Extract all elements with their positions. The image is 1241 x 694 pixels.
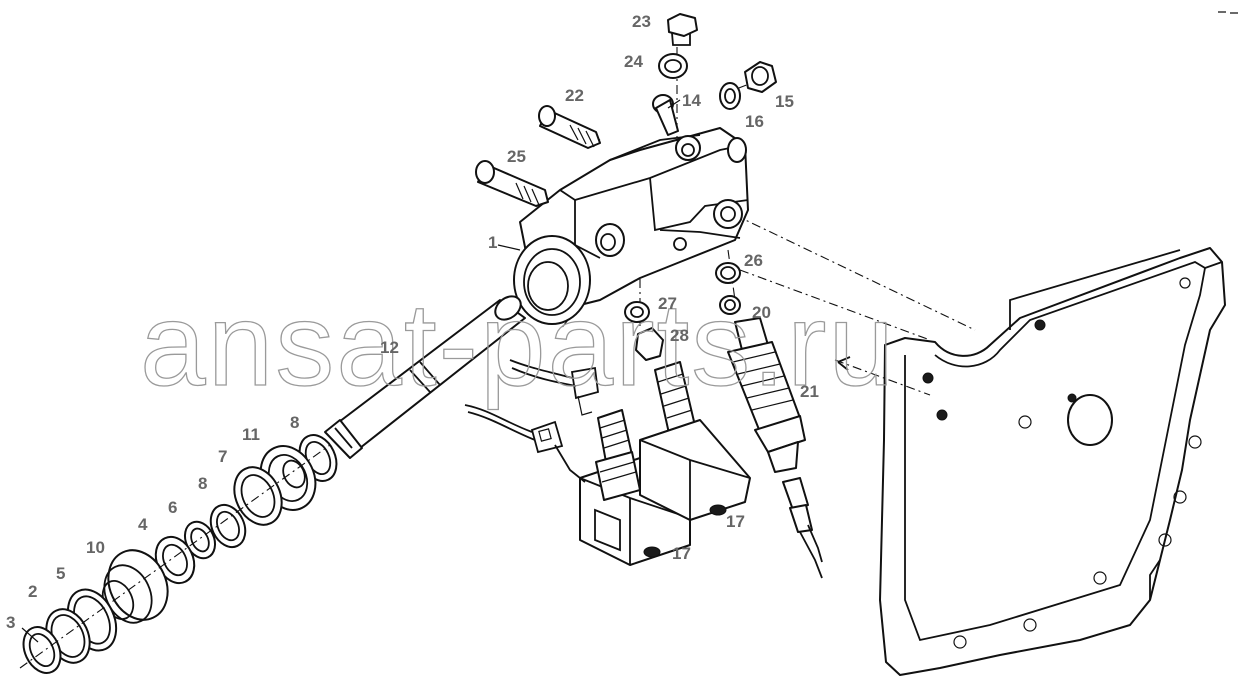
part-label-23: 23 (632, 12, 651, 31)
leader-lines (21, 99, 681, 643)
solenoid-valve-17-right (639, 361, 751, 521)
part-label-22: 22 (565, 86, 584, 105)
part-number-labels: 1 2 3 4 5 6 7 8 8 10 11 12 14 15 16 17 1… (6, 12, 819, 632)
o-ring-26 (715, 262, 741, 284)
part-label-26: 26 (744, 251, 763, 270)
part-label-10: 10 (86, 538, 105, 557)
part-label-17-right: 17 (726, 512, 745, 531)
plug-15 (744, 61, 777, 93)
part-label-28: 28 (670, 326, 689, 345)
part-label-27: 27 (658, 294, 677, 313)
connector-and-wires (464, 359, 823, 563)
part-label-15: 15 (775, 92, 794, 111)
part-label-2: 2 (28, 582, 37, 601)
part-label-7: 7 (218, 447, 227, 466)
sensor-21 (727, 317, 823, 579)
bolt-25 (475, 160, 549, 207)
part-label-4: 4 (138, 515, 148, 534)
washer-24 (658, 53, 688, 79)
part-label-8-upper: 8 (290, 413, 299, 432)
solenoid-valve-17-left (579, 409, 691, 566)
shaft-axis-line (19, 444, 331, 669)
bolt-14 (652, 94, 679, 136)
circlip-8-lower (209, 503, 247, 549)
part-label-11: 11 (242, 425, 260, 444)
part-label-5: 5 (56, 564, 65, 583)
valve-housing (513, 127, 749, 325)
watermark-text: ansat-parts.ru (140, 279, 896, 411)
part-label-3: 3 (6, 613, 15, 632)
part-label-16: 16 (745, 112, 764, 131)
part-label-12: 12 (380, 338, 399, 357)
ring-7 (233, 466, 283, 526)
bolt-22 (538, 105, 601, 149)
plug-23 (667, 13, 698, 46)
corner-mark (1218, 11, 1238, 14)
part-label-14: 14 (682, 91, 701, 110)
part-label-20: 20 (752, 303, 771, 322)
part-label-25: 25 (507, 147, 526, 166)
housing-cover-plate (879, 247, 1226, 676)
part-label-6: 6 (168, 498, 177, 517)
part-label-17-left: 17 (672, 544, 691, 563)
part-label-21: 21 (800, 382, 819, 401)
o-ring-20 (719, 295, 741, 315)
washer-27 (624, 301, 650, 323)
nut-28 (635, 327, 664, 361)
shaft-12 (324, 295, 526, 459)
part-label-1: 1 (488, 233, 497, 252)
part-label-8-lower: 8 (198, 474, 207, 493)
washer-16 (719, 82, 741, 110)
part-label-24: 24 (624, 52, 643, 71)
